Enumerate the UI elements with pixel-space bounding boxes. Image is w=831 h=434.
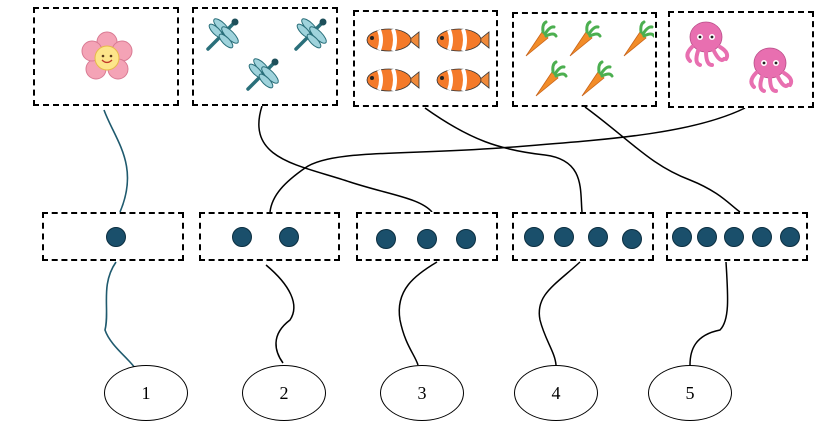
- dragonfly-icon: [205, 14, 331, 92]
- line-dots5-to-num5: [689, 261, 729, 366]
- line-dots1-to-num1: [104, 261, 136, 369]
- picture-box-fish: [353, 10, 498, 107]
- line-dragonfly-to-dots: [258, 105, 433, 213]
- number-oval-4: 4: [514, 365, 598, 421]
- dot: [417, 229, 437, 249]
- line-octopus-to-dots: [269, 107, 746, 213]
- dot-box-4: [512, 212, 654, 261]
- octopus-icon: [685, 20, 794, 93]
- line-flower-to-dots: [103, 109, 129, 213]
- flower-icon: [81, 31, 133, 80]
- line-fish-to-dots: [424, 107, 583, 213]
- dot-box-5: [666, 212, 808, 261]
- picture-box-dragonflies: [192, 7, 338, 106]
- line-dots2-to-num2: [265, 264, 295, 364]
- dot: [697, 227, 717, 247]
- line-carrot-to-dots: [584, 106, 741, 213]
- number-oval-5: 5: [648, 365, 732, 421]
- dot: [672, 227, 692, 247]
- dot: [376, 229, 396, 249]
- dot: [622, 229, 642, 249]
- number-oval-2: 2: [242, 365, 326, 421]
- picture-box-carrots: [512, 12, 657, 107]
- number-label: 3: [417, 382, 427, 403]
- dot: [554, 227, 574, 247]
- dot: [752, 227, 772, 247]
- line-dots4-to-num4: [538, 261, 581, 366]
- number-label: 1: [141, 382, 151, 403]
- line-dots3-to-num3: [398, 261, 438, 366]
- number-label: 2: [279, 382, 289, 403]
- dot: [588, 227, 608, 247]
- dot-box-1: [42, 212, 184, 261]
- picture-box-flower: [33, 7, 179, 106]
- number-label: 4: [551, 382, 561, 403]
- dot: [724, 227, 744, 247]
- dot: [780, 227, 800, 247]
- dot: [524, 227, 544, 247]
- dot: [106, 227, 126, 247]
- dot: [279, 227, 299, 247]
- dot-box-3: [356, 212, 498, 261]
- number-oval-3: 3: [380, 365, 464, 421]
- number-label: 5: [685, 382, 695, 403]
- carrot-icon: [524, 20, 654, 98]
- picture-box-octopus: [668, 11, 814, 108]
- clownfish-icon: [365, 27, 491, 93]
- dot: [232, 227, 252, 247]
- number-oval-1: 1: [104, 365, 188, 421]
- dot-box-2: [199, 212, 340, 261]
- dot: [456, 229, 476, 249]
